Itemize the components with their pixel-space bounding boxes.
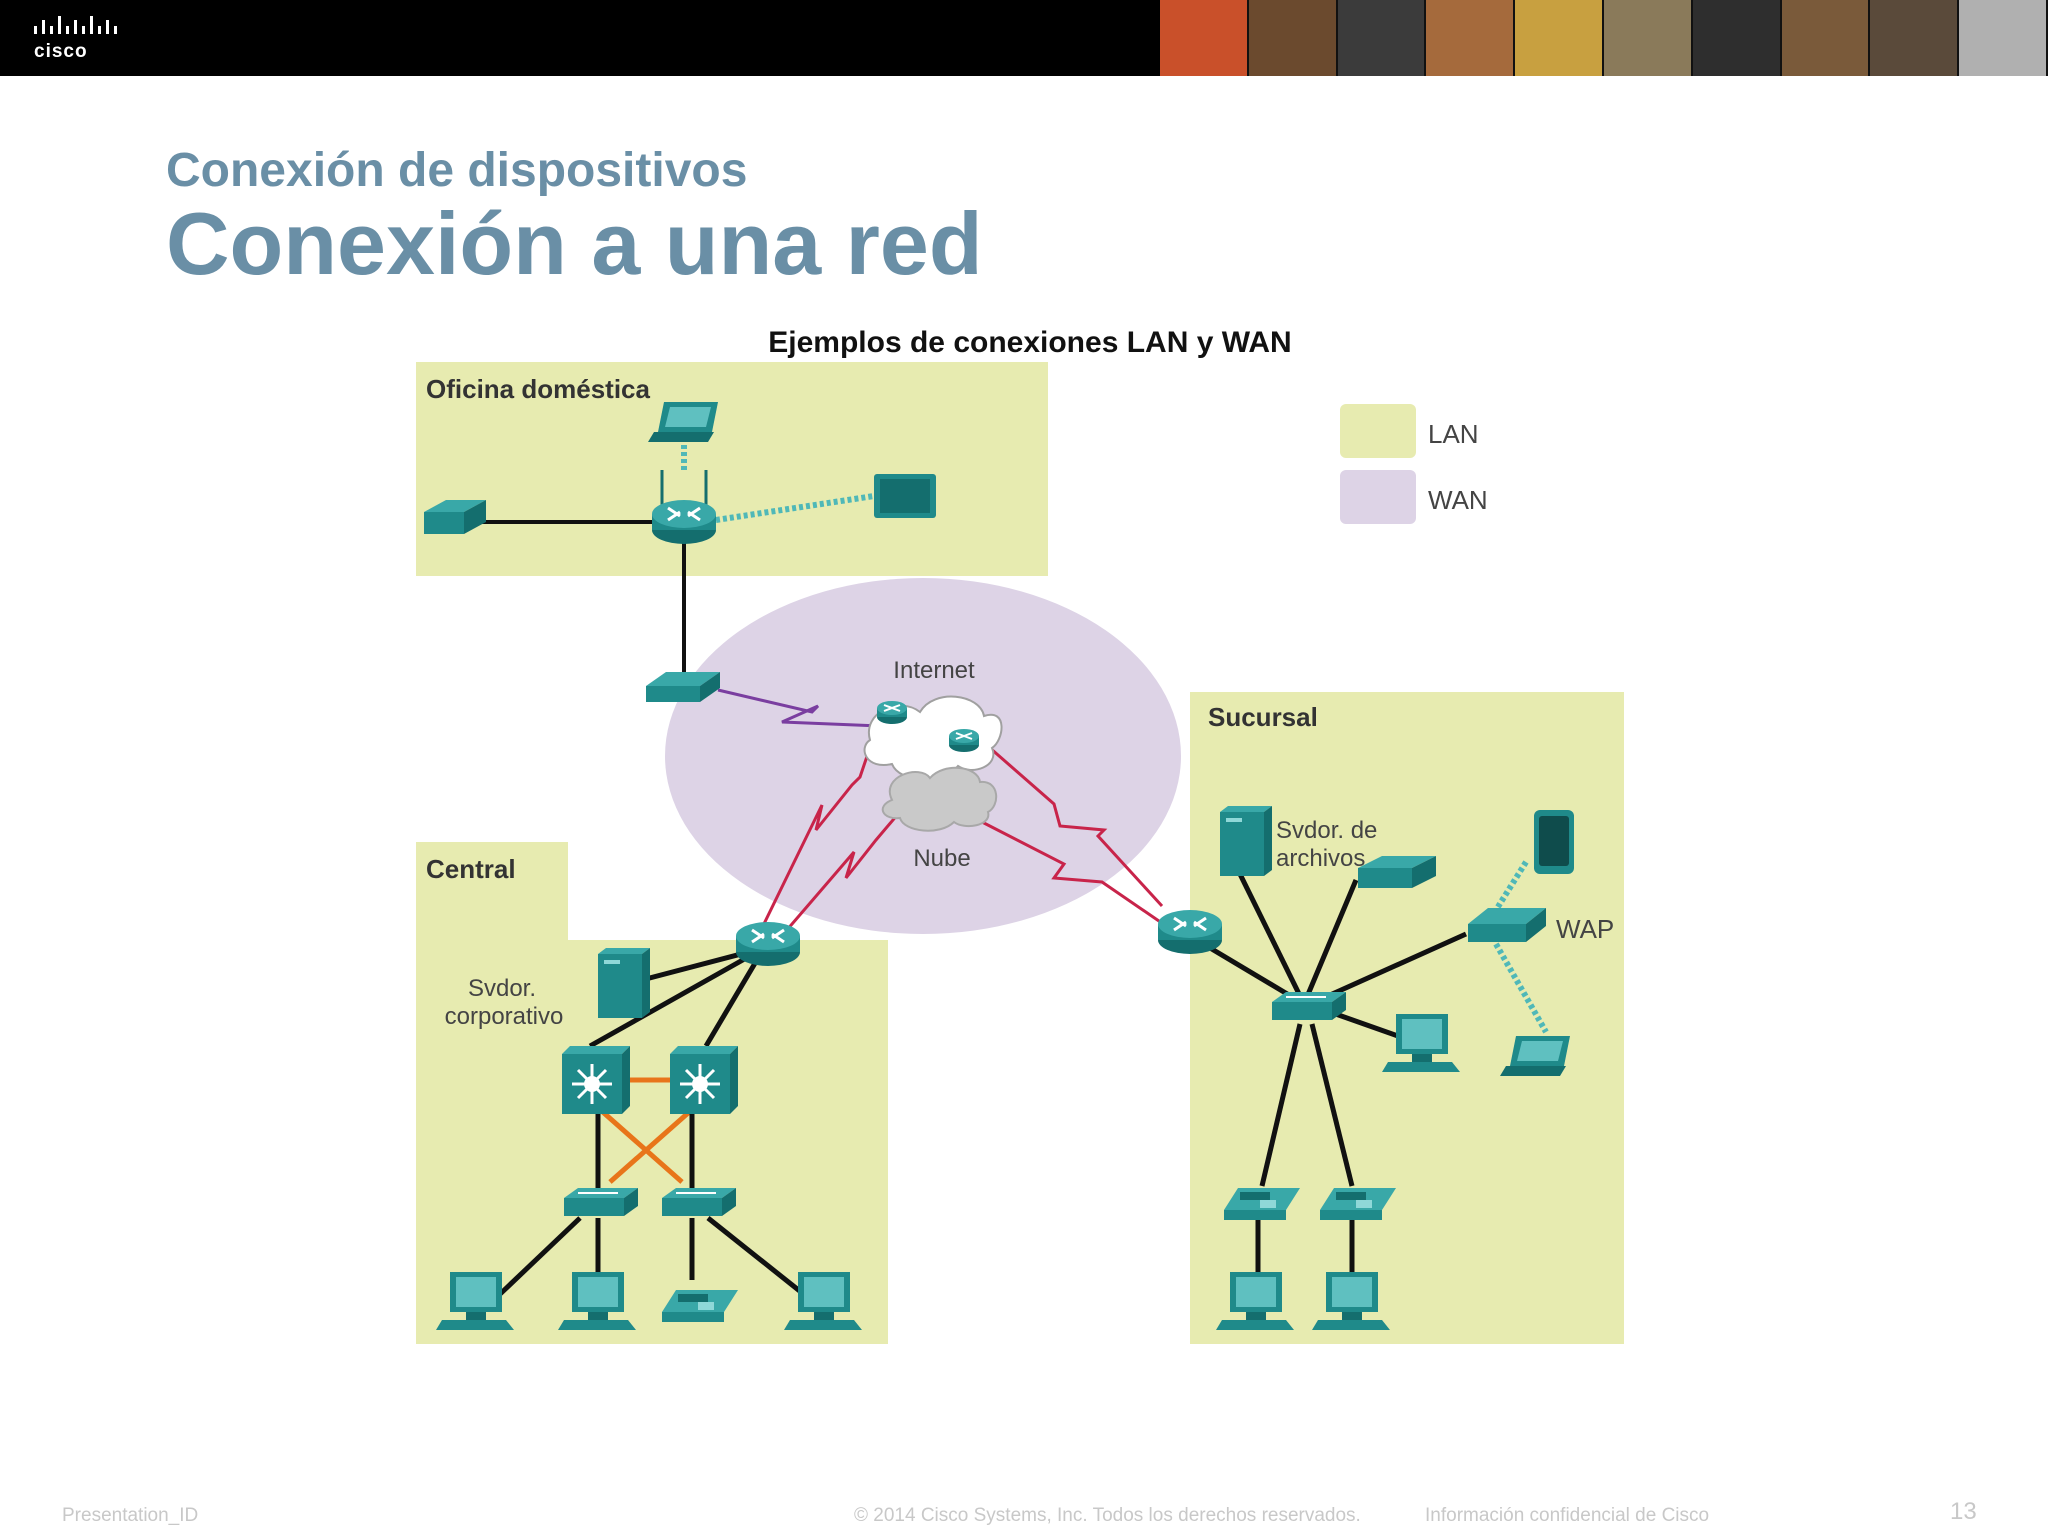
photo-tile (1870, 0, 1960, 76)
printer-icon (1358, 856, 1436, 888)
legend-wan-swatch (1340, 470, 1416, 524)
wireless-router-icon (650, 470, 718, 546)
multilayer-switch-icon (668, 1044, 740, 1116)
corporate-server-label-line2: corporativo (445, 1003, 564, 1030)
header-bar: cisco (0, 0, 2048, 76)
central-label: Central (426, 854, 516, 884)
legend-lan-swatch (1340, 404, 1416, 458)
switch-icon (1271, 991, 1347, 1021)
photo-tile (1781, 0, 1871, 76)
photo-tile (1337, 0, 1427, 76)
slide-subtitle: Conexión de dispositivos (166, 144, 748, 197)
photo-tile (1603, 0, 1693, 76)
smartphone-icon (1534, 810, 1574, 874)
footer-copyright: © 2014 Cisco Systems, Inc. Todos los der… (854, 1505, 1361, 1526)
links (446, 410, 1549, 1298)
branch-label: Sucursal (1208, 702, 1318, 732)
file-server-label-line2: archivos (1276, 845, 1365, 872)
multilayer-switch-icon (560, 1044, 632, 1116)
footer-presentation-id: Presentation_ID (62, 1505, 199, 1526)
file-server-label-line1: Svdor. de (1276, 817, 1377, 844)
file-server-icon (1220, 806, 1272, 876)
cisco-bars-icon (34, 16, 117, 34)
corporate-server-label-line1: Svdor. (468, 975, 536, 1002)
slide-title: Conexión a una red (166, 194, 983, 293)
photo-tile (1515, 0, 1604, 76)
dsl-modem-icon (646, 672, 720, 702)
corporate-server-icon (598, 948, 650, 1018)
legend-wan-label: WAN (1428, 485, 1488, 515)
home-office-label: Oficina doméstica (426, 374, 650, 404)
wap-icon (1468, 908, 1546, 942)
central-lan-area (416, 842, 888, 1344)
photo-tile (1248, 0, 1338, 76)
photo-tile (1160, 0, 1249, 76)
isp-router-icon (948, 728, 980, 753)
switch-icon (661, 1187, 737, 1217)
diagram-title: Ejemplos de conexiones LAN y WAN (768, 326, 1291, 359)
central-router-icon (734, 920, 802, 968)
branch-router-icon (1156, 908, 1224, 956)
photo-tile (1959, 0, 2048, 76)
wap-label: WAP (1556, 914, 1614, 944)
footer-confidential: Información confidencial de Cisco (1425, 1505, 1710, 1526)
home-office-lan-area (416, 362, 1048, 576)
page-number: 13 (1950, 1498, 1977, 1525)
isp-router-icon (876, 700, 908, 725)
printer-icon (424, 500, 486, 534)
nube-label: Nube (913, 845, 970, 872)
tablet-icon (874, 474, 936, 518)
switch-icon (563, 1187, 639, 1217)
cisco-logo: cisco (30, 14, 120, 64)
nube-cloud (881, 766, 998, 832)
legend-lan-label: LAN (1428, 419, 1479, 449)
photo-tile (1426, 0, 1516, 76)
internet-label: Internet (893, 657, 975, 684)
photo-tile (1692, 0, 1782, 76)
photo-strip (1160, 0, 2048, 76)
cisco-logo-text: cisco (34, 41, 88, 62)
